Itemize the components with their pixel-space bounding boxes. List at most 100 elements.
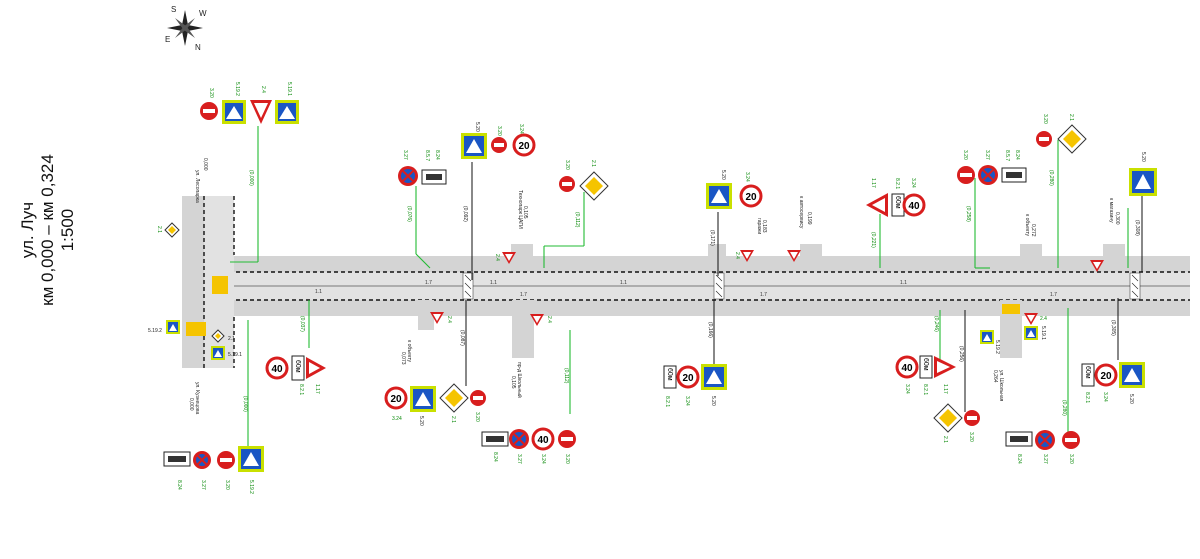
no-entry-sign-icon: [470, 390, 486, 406]
code-8-2-1: 8.2.1: [298, 384, 304, 395]
no-entry-sign-icon: [1062, 431, 1080, 449]
code-3-24: 3.24: [904, 384, 910, 394]
crosswalk-sign-icon: [238, 446, 264, 472]
crossing-name-start: ул. Лесопарка: [194, 170, 200, 203]
speed-value: 40: [537, 435, 549, 446]
compass-rose-icon: S W E N: [165, 5, 207, 52]
pos-p10: (0,166): [707, 322, 713, 338]
main-road-sign-icon: [579, 171, 609, 201]
code-5-19-2-mid: 5.19.2: [148, 328, 162, 334]
sign-group-start-south: 8.24 3.27 3.20 5.19.2: [163, 446, 264, 494]
crossing-km-tech: 0,105: [522, 206, 528, 219]
main-road-sign-icon: [211, 329, 225, 343]
crossing-name-start-s: ул. Кузнецова: [194, 382, 200, 415]
code-3-20: 3.20: [1068, 454, 1074, 464]
code-3-24: 3.24: [540, 454, 546, 464]
code-5-19-1: 5.19.1: [1040, 326, 1046, 340]
speed-limit-sign-icon: 40: [265, 356, 289, 380]
sign-group-p12: 40 60м 3.24 8.2.1 1.17: [895, 355, 956, 395]
code-5-19-2: 5.19.2: [994, 340, 1000, 354]
no-entry-sign-icon: [1036, 131, 1052, 147]
code-8-2-1: 8.2.1: [894, 178, 900, 189]
code-5-19-1: 5.19.1: [286, 82, 292, 96]
pos-p17: (0,308): [1134, 220, 1140, 236]
code-8-24: 8.24: [492, 452, 498, 462]
code-2-4: 2.4: [260, 86, 266, 93]
main-road-sign-icon: [933, 403, 963, 433]
crossing-name-obj2: к объекту: [1024, 214, 1030, 237]
code-3-27: 3.27: [200, 480, 206, 490]
code-3-20: 3.20: [1042, 114, 1048, 124]
crossing-labels: ул. Лесопарка 0,000 ул. Кузнецова 0,000 …: [188, 158, 1120, 415]
no-parking-sign-icon: [509, 429, 529, 449]
pos-p13: (0,256): [958, 346, 964, 362]
sign-group-p10: 60м 20 8.2.1 3.24 5.20: [663, 364, 727, 407]
give-way-sign-icon: [787, 250, 801, 262]
distance-plate-icon: [421, 169, 447, 185]
compass-e: E: [165, 35, 170, 44]
crossing-name-tech: Технопарк ЦАГИ: [517, 190, 523, 229]
pos-p1: (0,000): [248, 170, 254, 186]
crosswalk-sign-icon: [1119, 362, 1145, 388]
speed-limit-sign-icon: 40: [895, 355, 919, 379]
code-3-20: 3.20: [474, 412, 480, 422]
marking-1-7-b: 1.7: [520, 292, 527, 298]
code-2-4: 2.4: [1040, 316, 1047, 322]
plate-value: 60м: [894, 196, 901, 209]
no-parking-sign-icon: [978, 165, 998, 185]
crosswalk-sign-icon: [166, 320, 180, 334]
code-5-20: 5.20: [1140, 152, 1146, 162]
sign-group-p16: 8.24 3.27 3.20: [1005, 430, 1080, 464]
code-8-24: 8.24: [1014, 150, 1020, 160]
speed-value: 20: [518, 141, 530, 152]
plate-value: 60м: [922, 358, 929, 371]
crossing-km-auto: 0,199: [806, 212, 812, 225]
pos-p16: (0,280): [1061, 400, 1067, 416]
code-8-24: 8.24: [1016, 454, 1022, 464]
marking-1-1-c: 1.1: [620, 280, 627, 286]
sign-group-p4: 3.27 8.5.7 8.24: [398, 150, 447, 186]
sign-group-sch-mid: 5.19.2 5.19.1: [980, 326, 1046, 354]
code-5-19-1-mid: 5.19.1: [228, 352, 242, 358]
code-8-2-1: 8.2.1: [1084, 392, 1090, 403]
speed-value: 40: [908, 201, 920, 212]
speed-limit-sign-icon: 20: [739, 184, 763, 208]
tow-plate-icon: [1005, 431, 1033, 447]
code-3-20: 3.20: [208, 88, 214, 98]
sign-group-p15: 3.20 2.1: [1036, 114, 1087, 154]
code-3-24: 3.24: [910, 178, 916, 188]
speed-value: 20: [1100, 371, 1112, 382]
pos-p8: (0,112): [563, 368, 569, 384]
code-2-4: 2.4: [446, 316, 452, 323]
give-way-sign-icon: [502, 252, 516, 264]
no-parking-sign-icon: [193, 451, 211, 469]
crosswalk-sign-icon: [1129, 168, 1157, 196]
code-2-1: 2.1: [590, 160, 596, 167]
speed-value: 20: [745, 192, 757, 203]
crossing-name-obj1: к объекту: [406, 340, 412, 363]
compass-s: S: [171, 5, 176, 14]
code-2-4: 2.4: [494, 254, 500, 261]
speed-limit-sign-icon: 20: [676, 365, 700, 389]
no-parking-sign-icon: [398, 166, 418, 186]
pos-p15: (0,280): [1048, 170, 1054, 186]
main-road-sign-icon: [1057, 124, 1087, 154]
code-2-4: 2.4: [546, 316, 552, 323]
crossing-name-shk: пр-д Школьный: [516, 362, 523, 398]
code-2-1: 2.1: [450, 416, 456, 423]
give-way-signs: 2.4 2.4 2.4 2.4 2.4: [430, 250, 1104, 326]
code-3-24: 3.24: [684, 396, 690, 406]
crossing-name-sch: ул. Школьная: [998, 370, 1004, 402]
crossing-km-gar: 0,183: [761, 220, 767, 233]
code-3-24: 3.24: [744, 172, 750, 182]
speed-value: 40: [271, 364, 283, 375]
code-3-20: 3.20: [968, 432, 974, 442]
pos-p9: (0,171): [709, 230, 715, 246]
code-8-2-1: 8.2.1: [922, 384, 928, 395]
speed-limit-sign-icon: 40: [902, 193, 926, 217]
sign-group-p9: 20 5.20 3.24: [706, 170, 763, 209]
sign-group-p13: 2.1 3.20: [933, 403, 980, 443]
pos-p2: (0,000): [242, 396, 248, 412]
speed-value: 40: [901, 363, 913, 374]
children-sign-icon: [934, 356, 956, 378]
